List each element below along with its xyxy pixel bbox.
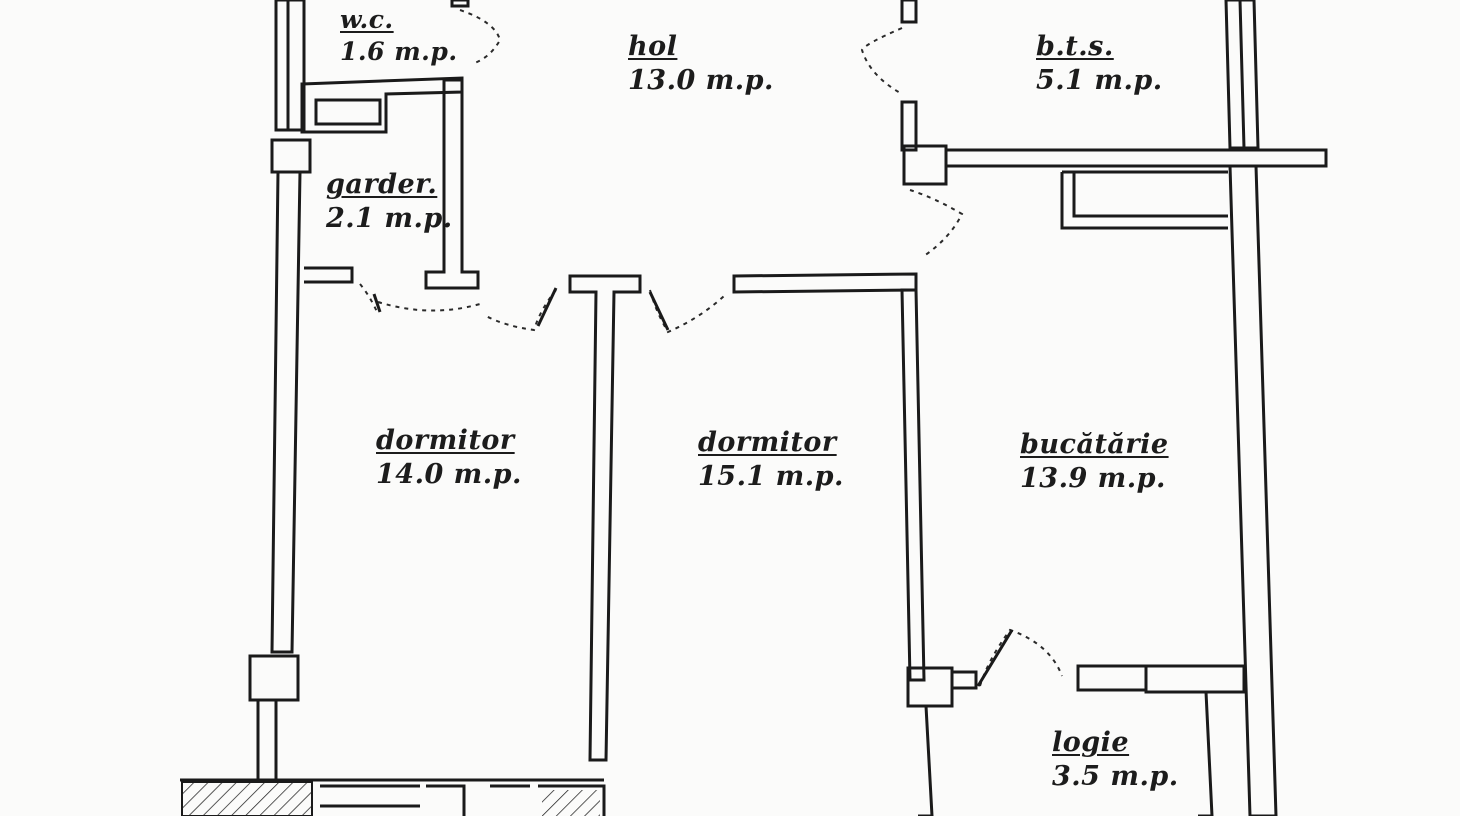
room-area: 13.9 m.p.: [1020, 463, 1166, 494]
hatched-wall: [542, 790, 600, 816]
room-label-hol: hol 13.0 m.p.: [628, 30, 774, 98]
room-name: dormitor: [698, 427, 837, 458]
room-label-dormitor-1: dormitor 14.0 m.p.: [376, 424, 522, 492]
bottom-balcony: [180, 778, 606, 816]
room-area: 15.1 m.p.: [698, 461, 844, 492]
room-area: 3.5 m.p.: [1052, 761, 1179, 792]
room-label-garder: garder. 2.1 m.p.: [326, 168, 453, 236]
door-swings: [359, 9, 1063, 687]
room-label-logie: logie 3.5 m.p.: [1052, 726, 1179, 794]
hatched-wall: [181, 781, 313, 816]
right-outer-wall: [1224, 0, 1278, 816]
room-name: w.c.: [340, 5, 394, 34]
room-name: dormitor: [376, 425, 515, 456]
door-leaves: [372, 287, 1014, 687]
wc-wall: [288, 0, 470, 134]
room-area: 5.1 m.p.: [1036, 65, 1163, 96]
room-name: garder.: [326, 169, 438, 200]
logia-wall: [1076, 664, 1246, 816]
room-area: 1.6 m.p.: [340, 37, 458, 66]
partition-walls: [568, 272, 978, 816]
room-name: logie: [1052, 727, 1130, 758]
room-area: 13.0 m.p.: [628, 65, 774, 96]
garderoba-wall: [304, 78, 480, 290]
room-name: b.t.s.: [1036, 31, 1114, 62]
room-name: hol: [628, 31, 678, 62]
room-label-dormitor-2: dormitor 15.1 m.p.: [698, 426, 844, 494]
room-area: 2.1 m.p.: [326, 203, 453, 234]
room-label-bucatarie: bucătărie 13.9 m.p.: [1020, 428, 1169, 496]
room-area: 14.0 m.p.: [376, 459, 522, 490]
room-label-bts: b.t.s. 5.1 m.p.: [1036, 30, 1163, 98]
room-label-wc: w.c. 1.6 m.p.: [340, 4, 458, 68]
room-name: bucătărie: [1020, 429, 1169, 460]
bts-wall: [900, 0, 1328, 230]
